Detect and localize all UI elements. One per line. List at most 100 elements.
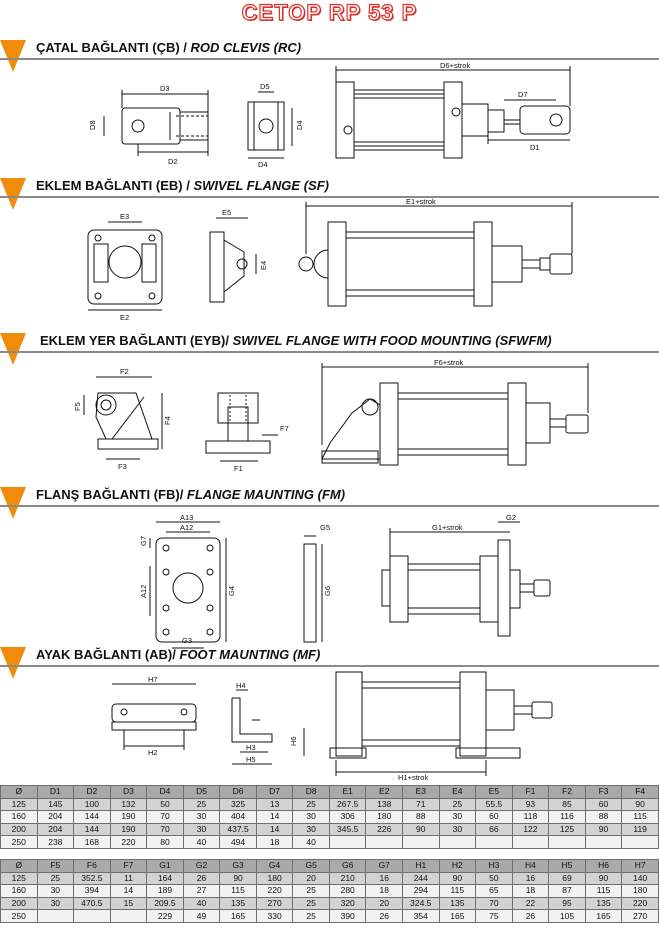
section-title: ÇATAL BAĞLANTI (ÇB) / ROD CLEVIS (RC)	[36, 40, 302, 55]
table-cell: 209.5	[146, 896, 184, 911]
column-header: D4	[146, 785, 184, 799]
table-cell	[511, 835, 550, 849]
table-cell: 135	[438, 896, 477, 911]
dim-d1-label: D1	[530, 143, 540, 152]
table-cell: 354	[402, 909, 440, 923]
table-cell: 270	[255, 896, 294, 911]
section-header-swivel-flange-foot: EKLEM YER BAĞLANTI (EYB)/ SWIVEL FLANGE …	[0, 331, 659, 365]
table-cell: 330	[255, 909, 294, 923]
dim-h3-label: H3	[246, 743, 256, 752]
section-header-foot: AYAK BAĞLANTI (AB)/ FOOT MAUNTING (MF)	[0, 645, 659, 679]
table-cell: 200	[0, 822, 38, 837]
table-cell: 30	[438, 822, 477, 837]
table-cell	[73, 909, 111, 923]
table-cell: 135	[219, 896, 257, 911]
table-cell: 306	[328, 810, 367, 824]
dim-h1-label: H1+strok	[398, 773, 428, 782]
section-divider	[0, 351, 659, 353]
column-header: F7	[109, 859, 148, 873]
table-cell: 180	[621, 884, 659, 898]
table-cell: 18	[511, 884, 550, 898]
table-cell: 394	[73, 884, 111, 898]
column-header: E5	[475, 785, 513, 799]
table-cell: 325	[219, 797, 257, 812]
table-cell: 210	[328, 871, 367, 886]
table-cell: 20	[292, 871, 330, 886]
table-cell: 27	[182, 884, 221, 898]
table-cell: 30	[292, 822, 330, 837]
column-header: H1	[402, 859, 440, 873]
dim-a12-vertical-label: A12	[139, 585, 148, 598]
table-cell: 119	[621, 822, 659, 837]
dim-g4-label: G4	[227, 586, 236, 596]
column-header: E2	[365, 785, 404, 799]
table-cell: 165	[584, 909, 623, 923]
table-cell: 30	[182, 810, 221, 824]
table-cell: 138	[365, 797, 404, 812]
column-header: E3	[402, 785, 440, 799]
section-divider	[0, 196, 659, 198]
table-cell: 26	[365, 909, 404, 923]
table-cell: 90	[584, 871, 623, 886]
table-cell: 95	[548, 896, 586, 911]
table-cell: 90	[219, 871, 257, 886]
table-cell: 25	[36, 871, 75, 886]
table-cell: 18	[255, 835, 294, 849]
dim-a12-horizontal-label: A12	[180, 523, 193, 532]
table-cell: 13	[255, 797, 294, 812]
table-cell: 40	[182, 835, 221, 849]
table-cell: 352.5	[73, 871, 111, 886]
table-cell: 190	[109, 810, 148, 824]
dim-g1-label: G1+strok	[432, 523, 463, 532]
table-cell: 26	[182, 871, 221, 886]
dim-h2-label: H2	[148, 748, 158, 757]
table-cell: 280	[328, 884, 367, 898]
table-cell: 25	[292, 797, 330, 812]
table-cell: 90	[402, 822, 440, 837]
table-cell: 14	[255, 810, 294, 824]
table-cell: 14	[109, 884, 148, 898]
table-cell: 60	[584, 797, 623, 812]
table-cell: 70	[146, 810, 184, 824]
dim-h6-label: H6	[289, 736, 298, 746]
dim-e3-label: E3	[120, 212, 129, 221]
table-cell: 204	[36, 810, 75, 824]
dim-d8-label: D8	[88, 120, 97, 130]
column-header: Ø	[0, 859, 38, 873]
section-title: AYAK BAĞLANTI (AB)/ FOOT MAUNTING (MF)	[36, 647, 321, 662]
column-header: E4	[438, 785, 477, 799]
dim-g2-label: G2	[506, 513, 516, 522]
table-cell: 70	[146, 822, 184, 837]
table-cell	[548, 835, 586, 849]
table-cell: 324.5	[402, 896, 440, 911]
column-header: G1	[146, 859, 184, 873]
table-cell: 85	[548, 797, 586, 812]
table-cell	[365, 835, 404, 849]
table-cell: 70	[475, 896, 513, 911]
table-cell: 437.5	[219, 822, 257, 837]
table-cell: 125	[548, 822, 586, 837]
dim-d6-label: D6+strok	[440, 61, 470, 70]
orange-triangle-icon	[0, 487, 26, 519]
column-header: Ø	[0, 785, 38, 799]
table-cell: 470.5	[73, 896, 111, 911]
table-cell: 90	[621, 797, 659, 812]
table-cell: 125	[0, 871, 38, 886]
column-header: G6	[328, 859, 367, 873]
table-cell: 90	[438, 871, 477, 886]
swivel-foot-drawing: F2 F5 F4 F3 F7 F1 F6+strok	[73, 358, 589, 473]
table-cell: 122	[511, 822, 550, 837]
table-cell: 66	[475, 822, 513, 837]
table-cell	[36, 909, 75, 923]
dim-e5-label: E5	[222, 208, 231, 217]
dim-h7-label: H7	[148, 675, 158, 684]
table-cell: 50	[475, 871, 513, 886]
table-cell: 90	[584, 822, 623, 837]
table-cell: 226	[365, 822, 404, 837]
table-cell: 93	[511, 797, 550, 812]
table-cell: 165	[438, 909, 477, 923]
